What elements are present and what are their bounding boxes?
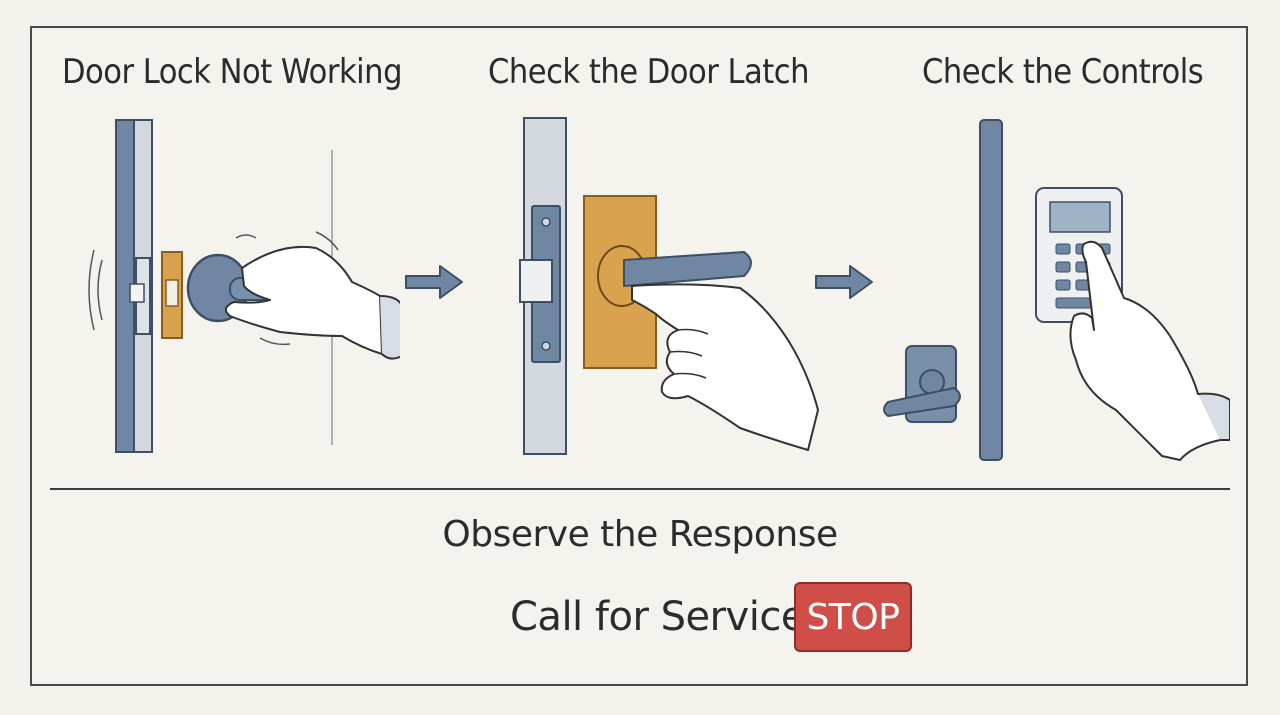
door-latch-lever-illustration	[519, 117, 819, 455]
arrow-right-icon	[405, 265, 463, 299]
arrow-right-icon	[815, 265, 873, 299]
step-2-title: Check the Door Latch	[488, 52, 809, 92]
door-knob-hand-illustration	[88, 119, 400, 453]
observe-response-label: Observe the Response	[442, 514, 838, 555]
step-1-title: Door Lock Not Working	[62, 52, 403, 92]
call-for-service-label: Call for Service	[510, 594, 805, 640]
section-divider	[50, 488, 1230, 490]
step-3-title: Check the Controls	[922, 52, 1204, 92]
stop-button[interactable]: STOP	[794, 582, 912, 652]
keypad-controls-illustration	[883, 119, 1230, 461]
